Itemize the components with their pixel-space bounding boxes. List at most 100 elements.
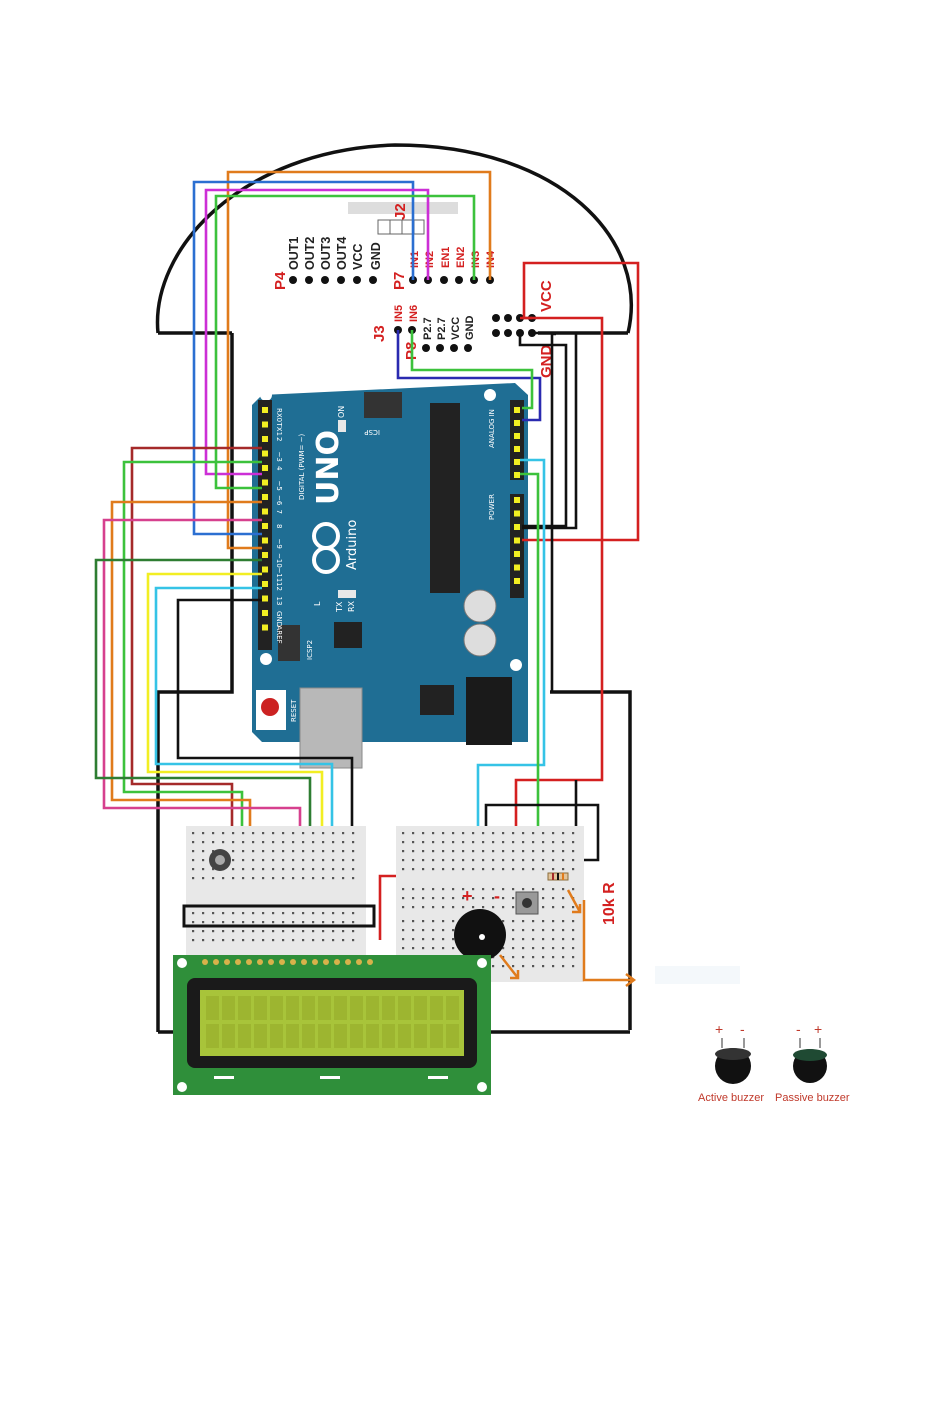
digital-pin-dot	[262, 421, 268, 428]
active-buzzer-label: Active buzzer	[698, 1092, 764, 1104]
wire-green-in3	[214, 194, 476, 490]
power-pin-dot	[514, 564, 520, 571]
p4-pin-out4: OUT4	[335, 237, 349, 270]
passive-buzzer-label: Passive buzzer	[775, 1092, 850, 1104]
digital-pin-label: RX0	[275, 408, 283, 422]
arduino-uno: UNO Arduino ON ICSP ICSP2 RESET DIGITAL …	[252, 383, 535, 769]
arduino-brand: Arduino	[345, 520, 360, 570]
p4-pin-gnd: GND	[369, 242, 383, 270]
j3-pin-in5: IN5	[393, 305, 405, 322]
digital-pin-label: ~6	[275, 495, 283, 506]
arrow-buzzer	[499, 954, 519, 979]
wire-cyan-lcd	[154, 586, 334, 940]
analog-pin-dot	[514, 472, 520, 478]
analog-pin-dot	[514, 446, 520, 452]
digital-pin-label: ~3	[275, 452, 283, 462]
tx-rx-leds	[338, 590, 356, 598]
p4-pin-vcc: VCC	[351, 244, 365, 270]
capacitor	[463, 589, 497, 623]
arduino-logo: UNO	[311, 430, 346, 505]
p4-pin-out1: OUT1	[287, 237, 301, 270]
analog-pin-label: A4	[527, 421, 535, 431]
chassis-body-right	[550, 690, 632, 1030]
analog-pin-label: A5	[527, 408, 535, 417]
reset-button[interactable]	[261, 698, 279, 716]
digital-pin-dot	[262, 407, 268, 413]
chassis-outline	[155, 143, 634, 1034]
p4-pin-labels: OUT1 OUT2 OUT3 OUT4 VCC GND	[287, 237, 383, 270]
reset-label: RESET	[290, 699, 298, 722]
icsp2-header	[278, 625, 300, 661]
j3-label: J3	[371, 325, 388, 342]
power-pin-dot	[514, 510, 520, 517]
digital-pin-label: 2	[275, 437, 283, 441]
l-label: L	[313, 601, 322, 606]
j3-pin-vcc: VCC	[450, 317, 462, 340]
arrow-button	[566, 889, 582, 913]
digital-pin-dot	[262, 508, 268, 515]
power-pin-dot	[514, 578, 520, 584]
lcd-display	[173, 955, 491, 1095]
power-pin-label: GND	[527, 512, 535, 528]
usb-connector	[299, 687, 363, 769]
digital-pin-dot	[262, 566, 268, 573]
digital-label: DIGITAL (PWM= ~)	[298, 434, 306, 500]
power-pin-label: 5V	[527, 539, 535, 548]
j2-connector	[348, 202, 458, 214]
wire-cyan-a1	[476, 458, 546, 850]
digital-pin-dot	[262, 479, 268, 486]
mount-hole	[484, 389, 496, 401]
digital-pin-dot	[262, 465, 268, 471]
digital-pin-dot	[262, 450, 268, 457]
regulator	[420, 685, 454, 715]
wire-black-gnd-bb	[550, 332, 556, 692]
digital-pin-dot	[262, 595, 268, 602]
wire-red-5v	[514, 316, 604, 845]
infinity-logo	[312, 522, 340, 574]
chassis-dome	[155, 143, 634, 334]
passive-buzzer-plus: +	[814, 1021, 822, 1037]
wire-magenta-in2	[204, 188, 430, 476]
icsp-header	[364, 392, 402, 418]
analog-pin-label: A1	[527, 460, 535, 469]
buzzer-legend: + - Active buzzer - + Passive buzzer	[698, 1021, 850, 1104]
active-buzzer: + - Active buzzer	[698, 1021, 764, 1104]
analog-pin-label: A0	[527, 473, 535, 482]
power-pin-label: 3V3	[527, 552, 535, 566]
digital-pin-label: ~11	[275, 568, 283, 583]
digital-pin-dot	[262, 610, 268, 616]
capacitor	[463, 623, 497, 657]
digital-pin-label: ~5	[275, 481, 283, 491]
passive-buzzer-minus: -	[796, 1021, 801, 1037]
arrow-out	[582, 900, 634, 982]
pot-strip	[182, 904, 376, 928]
analog-pin-dot	[514, 407, 520, 413]
p7-pins	[409, 276, 494, 284]
analog-pin-dot	[514, 459, 520, 465]
wire-black-lcd	[176, 598, 354, 940]
dc-jack	[466, 677, 512, 745]
atmega-chip	[430, 403, 460, 593]
wires	[94, 170, 640, 940]
analog-pin-dot	[514, 420, 520, 426]
analog-pin-label: A3	[527, 434, 535, 443]
chassis-body	[156, 333, 234, 1032]
wire-blue-in1	[192, 180, 415, 536]
analog-label: ANALOG IN	[488, 409, 496, 448]
j3-pin-gnd: GND	[464, 316, 476, 341]
mount-hole	[260, 653, 272, 665]
power-pin-dot	[514, 524, 520, 530]
power-pin-label: VIN	[527, 498, 535, 510]
wire-navy-in5	[396, 330, 542, 422]
buzzer-plus: +	[462, 886, 473, 906]
analog-pin-label: A2	[527, 447, 535, 456]
tx-label: TX	[335, 601, 344, 613]
power-pin-dot	[514, 551, 520, 557]
mount-hole	[260, 389, 272, 401]
power-pin-label: IOREF	[527, 579, 535, 600]
digital-pin-label: 8	[275, 524, 283, 528]
